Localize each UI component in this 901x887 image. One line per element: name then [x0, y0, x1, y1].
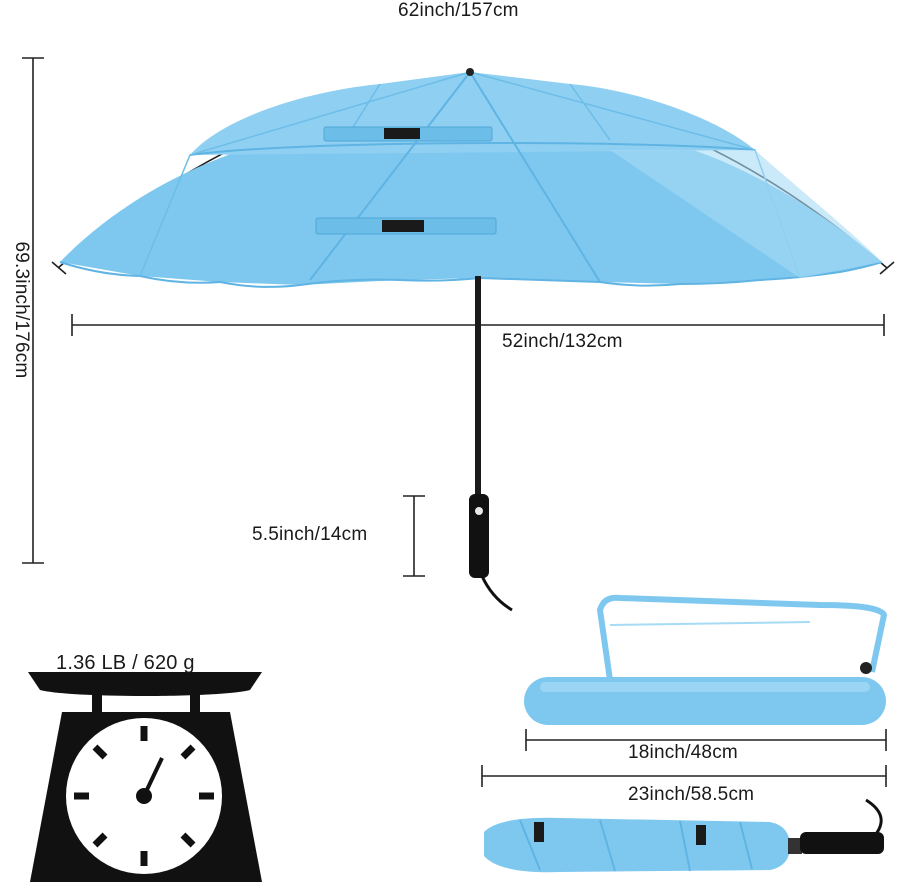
height-measurement-line	[22, 57, 44, 564]
umbrella-canopy	[59, 68, 883, 288]
total-height-label: 69.3inch/176cm	[11, 241, 32, 379]
case-measurement-line	[525, 729, 887, 751]
folded-umbrella	[484, 798, 884, 873]
arc-length-label: 62inch/157cm	[398, 0, 519, 21]
open-width-label: 52inch/132cm	[502, 331, 623, 352]
scale-icon	[28, 672, 262, 882]
umbrella-shaft	[469, 276, 513, 612]
storage-case	[524, 594, 888, 725]
folded-length-label: 23inch/58.5cm	[628, 784, 755, 805]
handle-length-label: 5.5inch/14cm	[252, 524, 368, 545]
handle-measurement-line	[403, 495, 425, 577]
case-length-label: 18inch/48cm	[628, 742, 738, 763]
weight-label: 1.36 LB / 620 g	[56, 652, 195, 674]
folded-measurement-line	[481, 765, 887, 787]
